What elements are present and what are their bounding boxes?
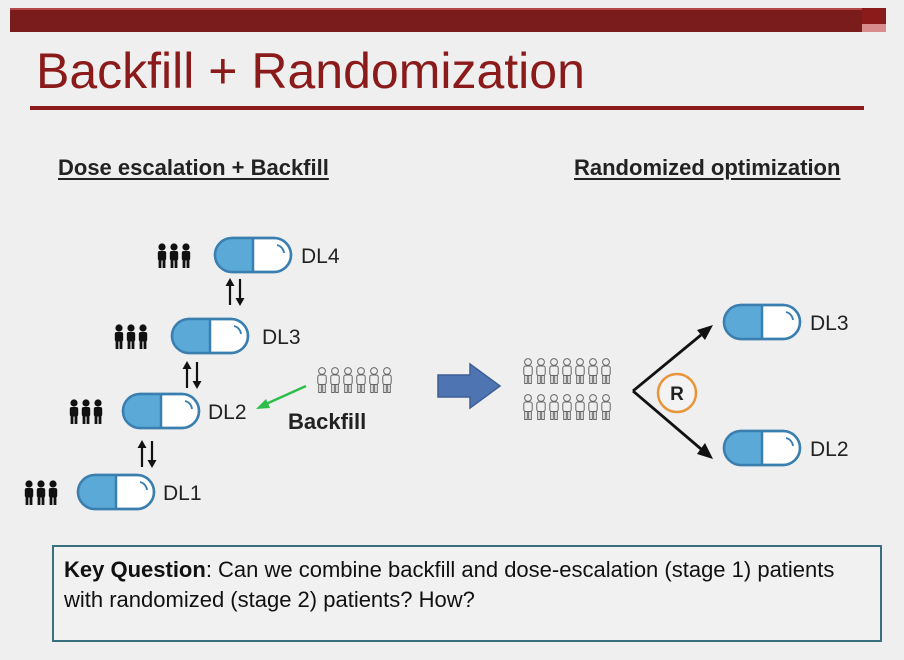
backfill-label: Backfill	[288, 409, 366, 434]
arm-label-dl3: DL3	[810, 312, 849, 335]
pill-icon	[170, 317, 250, 355]
pill-icon	[722, 429, 802, 467]
outline-people-icon	[317, 367, 392, 393]
pill-icon	[213, 236, 293, 274]
randomize-label: R	[670, 384, 684, 405]
title-rule	[30, 106, 864, 110]
key-question-label: Key Question	[64, 557, 206, 582]
right-arrow-icon	[437, 362, 502, 410]
swap-arrows-icon	[181, 359, 203, 391]
pill-icon	[722, 303, 802, 341]
branch-arrows	[632, 325, 713, 459]
pill-icon	[76, 473, 156, 511]
level-label-dl4: DL4	[301, 245, 340, 268]
people-group-icon	[69, 399, 103, 424]
backfill-arrow	[256, 384, 307, 409]
pill-icon	[121, 392, 201, 430]
slide-title: Backfill + Randomization	[36, 43, 585, 99]
left-heading: Dose escalation + Backfill	[58, 155, 329, 180]
people-group-icon	[24, 480, 58, 505]
key-question-box: Key Question: Can we combine backfill an…	[52, 545, 882, 642]
arm-label-dl2: DL2	[810, 438, 849, 461]
level-label-dl2: DL2	[208, 401, 247, 424]
header-accent-light	[862, 24, 886, 32]
swap-arrows-icon	[224, 276, 246, 308]
header-accent	[862, 8, 886, 24]
people-group-icon	[114, 324, 148, 349]
swap-arrows-icon	[136, 438, 158, 470]
level-label-dl3: DL3	[262, 326, 301, 349]
right-heading: Randomized optimization	[574, 155, 841, 180]
randomize-circle	[656, 372, 698, 414]
level-label-dl1: DL1	[163, 482, 202, 505]
key-question-text: : Can we combine backfill and dose-escal…	[64, 557, 835, 612]
outline-people-icon	[523, 358, 611, 420]
people-group-icon	[157, 243, 191, 268]
header-bar	[10, 8, 862, 32]
